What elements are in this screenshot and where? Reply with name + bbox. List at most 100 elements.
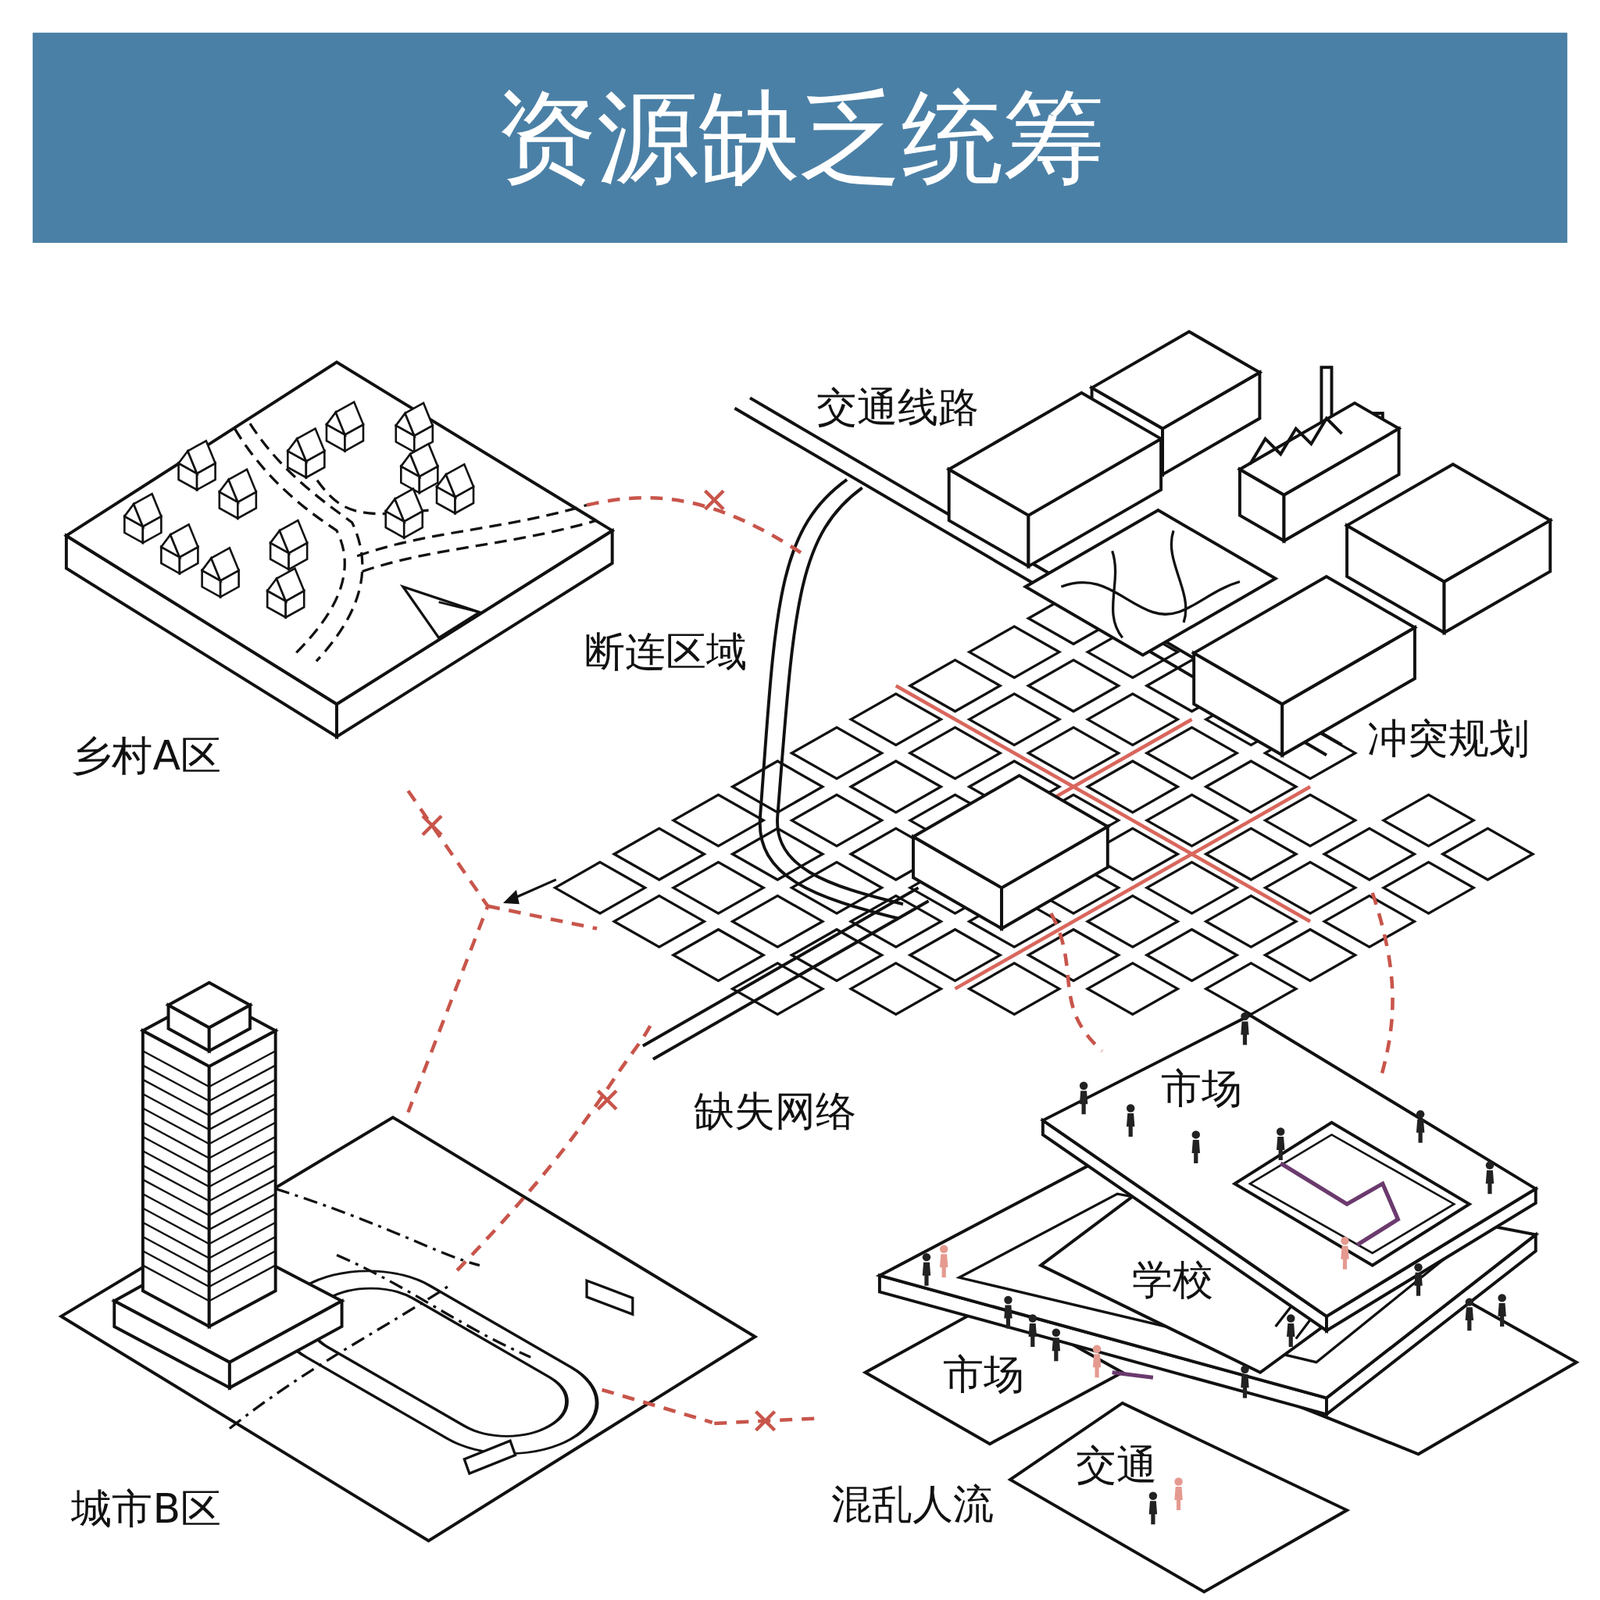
city-block [1442,828,1533,880]
buildings [913,331,1550,929]
break-marks [597,490,724,1110]
village-block [66,362,613,737]
city-block [1146,929,1237,982]
city-block [1146,794,1237,847]
drawing-polygon [1010,1403,1347,1593]
building [949,392,1161,516]
drawing-use [385,489,423,539]
dashed-connector [714,1411,817,1431]
city-block [614,828,704,880]
floor-line [209,1250,276,1287]
floor-line [142,1065,210,1102]
drawing-use [178,440,216,490]
floor-line [209,1093,276,1130]
park-path [1060,530,1240,638]
drawing-g [234,423,597,661]
drawing-use [219,469,257,519]
drawing-use [267,568,304,618]
floor-line [142,1122,210,1159]
drawing-path [1372,892,1393,1083]
platform-level: 交通 [1067,1437,1167,1495]
city-block [1264,929,1355,982]
drawing-use [400,443,438,493]
city-block [910,727,1000,779]
break-mark [756,1411,775,1431]
drawing-polygon [464,1440,515,1474]
drawing-g [142,1050,276,1301]
platform-level: 市场 [1153,1060,1252,1118]
platform-region: 混乱人流市场学校市场交通 [816,1005,1551,1547]
drawing-use [1028,1314,1037,1347]
arrow-line [514,879,557,899]
city-block [1028,660,1118,712]
city-block [1383,862,1474,915]
city-block [1087,896,1178,948]
drawing-path [586,497,807,557]
floor-line [209,1265,276,1302]
city-block [969,626,1060,679]
drawing-path [602,1389,713,1423]
drawing-path [250,423,363,661]
drawing-line [439,602,480,613]
floor-line [209,1165,276,1202]
drawing-use [1414,1263,1422,1297]
city-block [969,693,1060,746]
floor-line [209,1193,276,1230]
city-block [910,660,1000,712]
floor-line [209,1050,276,1087]
drawing-polygon [1042,1015,1536,1317]
city-block [850,693,941,746]
city-block [1028,929,1118,982]
drawing-use [1149,1492,1158,1525]
drawing-use [1276,1127,1285,1161]
city-block [850,963,941,1015]
node-label: 交通 [1067,1437,1167,1493]
street-grid [554,592,1533,1015]
floor-line [142,1165,210,1202]
drawing-polygon [229,1300,343,1388]
drawing-path [705,490,725,510]
city-block [1264,862,1355,915]
building [1239,403,1400,496]
broken-links [457,497,1393,1423]
floor-line [209,1150,276,1187]
drawing-path [1050,913,1102,1051]
city-block [1264,794,1355,847]
break-mark [422,816,442,836]
city-block [791,727,882,779]
drawing-polygon [1234,1122,1469,1266]
drawing-use [1416,1110,1425,1143]
crowd [922,1012,1507,1525]
floor-line [142,1236,210,1273]
city-block [1324,896,1415,948]
drawing-use [1192,1130,1200,1164]
building [1346,464,1550,582]
title-bar [32,32,1568,243]
city-block [1206,963,1297,1015]
drawing-path [760,479,899,919]
area-label: 缺失网络 [693,1086,857,1136]
city-block [1206,828,1297,880]
drawing-use [1052,1328,1061,1362]
node-label: 市场 [1153,1060,1252,1116]
floor-line [209,1207,276,1244]
drawing-polygon [142,1030,210,1327]
drawing-use [1003,1296,1012,1329]
city-block [60,982,755,1541]
drawing-path [597,1090,617,1110]
drawing-use [922,1253,931,1286]
arrow-head [503,889,520,904]
floor-line [142,1107,210,1144]
drawing-use [1174,1477,1183,1511]
floor-line [142,1250,210,1287]
city-block [1087,693,1178,746]
floor-line [209,1236,276,1273]
floor-line [209,1136,276,1173]
drawing-use [270,520,308,570]
node-label: 学校 [1124,1252,1223,1308]
area-label: 交通线路 [816,382,979,432]
drawing-use [287,428,325,479]
floor-line [142,1093,210,1130]
